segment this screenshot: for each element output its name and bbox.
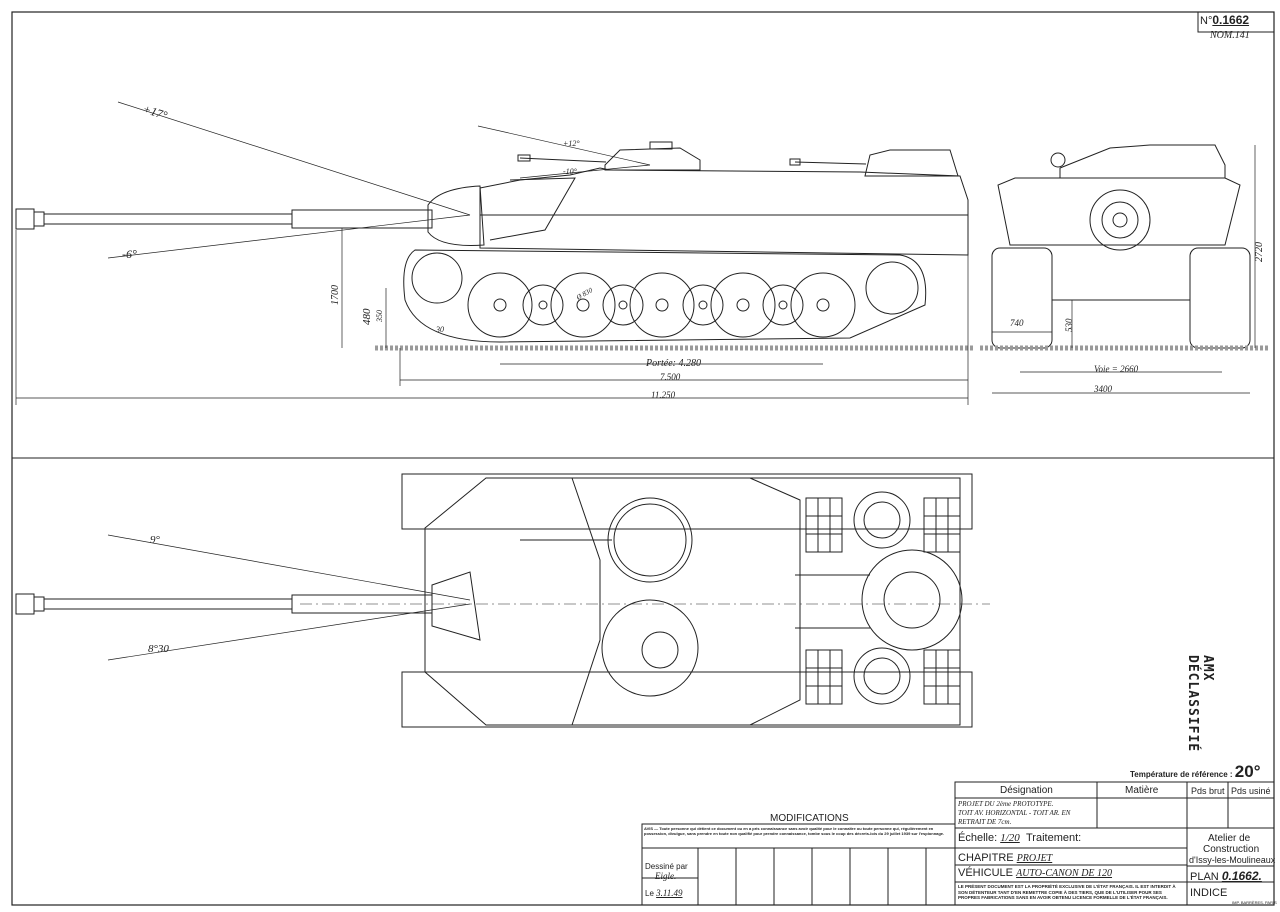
dim-hull-length: 7.500 [660, 372, 681, 382]
top-angle-right: 8°30 [148, 643, 169, 655]
workshop-line-2: Construction [1203, 844, 1260, 855]
dim-height: 1700 [330, 285, 341, 305]
chapter-value: PROJET [1016, 853, 1053, 864]
chapter-label: CHAPITRE [958, 852, 1014, 864]
date: Le 3.11.49 [645, 888, 682, 898]
reference-temperature-value: 20° [1234, 762, 1261, 781]
printer: IMP. BARRÈRES. PARIS [1232, 900, 1277, 905]
front-right-track [1189, 247, 1251, 349]
angle-mg-down: -10° [563, 167, 578, 176]
index-label: INDICE [1190, 887, 1228, 899]
front-dim-track-width: 740 [1010, 318, 1024, 328]
gross-weight-label: Pds brut [1191, 786, 1225, 796]
front-hull [997, 177, 1241, 246]
drawing-number-prefix: N° [1200, 15, 1213, 27]
top-engine-grilles [805, 497, 961, 705]
designation-line-2: TOIT AV. HORIZONTAL - TOIT AR. EN [958, 809, 1071, 817]
property-notice: LE PRÉSENT DOCUMENT EST LA PROPRIÉTÉ EXC… [958, 884, 1176, 900]
front-dim-width: 3400 [1093, 384, 1113, 394]
front-dim-clearance: 530 [1064, 318, 1074, 332]
dim-overall-length: 11.250 [651, 390, 676, 400]
workshop-line-3: d'Issy-les-Moulineaux [1189, 855, 1276, 865]
front-left-track [991, 247, 1053, 349]
designation-line-3: RETRAIT DE 7cm. [958, 818, 1012, 826]
vehicle: VÉHICULE AUTO-CANON DE 120 [958, 867, 1112, 879]
nomenclature: NOM.141 [1210, 30, 1250, 41]
front-gun-mantlet [1089, 189, 1151, 251]
drawn-by: Eigle. [655, 871, 677, 881]
plan-value: 0.1662. [1221, 869, 1262, 883]
top-right-track [401, 671, 973, 728]
dim-clearance: 480 [361, 308, 373, 325]
top-loader-hatch [601, 599, 699, 697]
top-view [15, 473, 990, 728]
side-road-wheels [411, 252, 919, 338]
vehicle-value: AUTO-CANON DE 120 [1016, 868, 1113, 879]
warning-text: AVIS — Toute personne qui détient ce doc… [644, 826, 945, 836]
declassified-stamp: AMX DÉCLASSIFIÉ [1185, 655, 1215, 753]
side-hull [479, 167, 969, 256]
side-track [403, 249, 927, 343]
top-angle-lines [107, 534, 471, 661]
side-mantlet [427, 185, 485, 246]
material-label: Matière [1125, 785, 1159, 796]
side-gun-barrel [15, 208, 433, 230]
top-commander-cupola [607, 497, 693, 583]
designation-label: Désignation [1000, 785, 1053, 796]
drawing-labels: +17° -6° +12° -10° 1700 480 350 30 Ø 830… [122, 102, 1265, 655]
top-angle-left: 9° [150, 534, 161, 546]
front-view [980, 144, 1270, 394]
dim-wheel-diam: Ø 830 [574, 286, 594, 302]
dim-small: 30 [435, 325, 444, 334]
plan-label: PLAN [1190, 871, 1219, 883]
side-view [15, 101, 975, 405]
drawing-frame [11, 11, 1275, 906]
top-hull [424, 477, 961, 726]
front-dim-gauge: Voie = 2660 [1094, 364, 1139, 374]
chapter: CHAPITRE PROJET [958, 852, 1052, 864]
drawing-number: 0.1662 [1212, 13, 1250, 27]
angle-mg-up: +12° [563, 139, 580, 148]
modifications-title: MODIFICATIONS [770, 813, 849, 824]
side-commander-turret [604, 147, 701, 171]
plan: PLAN 0.1662. [1190, 869, 1262, 883]
reference-temperature: Température de référence : 20° [1130, 762, 1261, 782]
side-angle-lines [107, 101, 651, 259]
angle-depression: -6° [122, 247, 137, 261]
drawn-by-label: Dessiné par [645, 862, 688, 871]
workshop-line-1: Atelier de [1208, 833, 1251, 844]
date-value: 3.11.49 [656, 888, 683, 898]
dim-clearance-2: 350 [375, 310, 384, 323]
scale-value: 1/20 [1000, 832, 1020, 844]
top-gun-barrel [15, 571, 481, 641]
dim-track-contact: Portée: 4.280 [645, 358, 701, 369]
title-block-lines [641, 11, 1275, 906]
front-dim-height: 2720 [1254, 242, 1265, 262]
reference-temperature-label: Température de référence : [1130, 770, 1233, 779]
scale-label: Échelle: [958, 832, 998, 844]
top-rear-turret [861, 549, 963, 651]
scale: Échelle: 1/20 [958, 832, 1020, 844]
machined-weight-label: Pds usiné [1231, 786, 1271, 796]
drawing-number-box: N°0.1662 [1200, 13, 1272, 31]
top-left-track [401, 473, 973, 530]
treatment-label: Traitement: [1026, 832, 1082, 844]
vehicle-label: VÉHICULE [958, 867, 1014, 879]
designation-line-1: PROJET DU 2ème PROTOTYPE. [958, 800, 1054, 808]
angle-elevation: +17° [141, 102, 169, 123]
date-label: Le [645, 889, 654, 898]
side-dimension-lines [15, 228, 969, 405]
